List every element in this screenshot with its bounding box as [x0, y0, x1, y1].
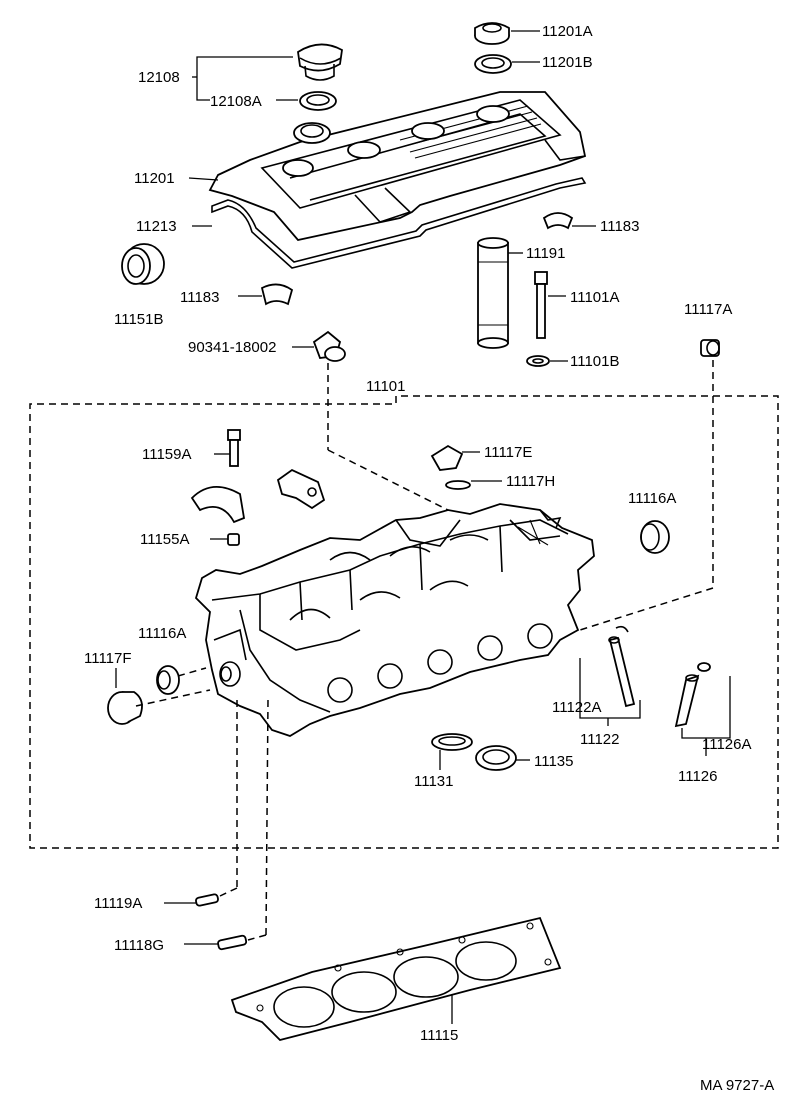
part-11115-head-gasket [230, 916, 562, 1041]
part-11183-plug-right [542, 212, 596, 230]
label-12108: 12108 [138, 69, 180, 86]
label-11201: 11201 [134, 170, 175, 187]
label-11116a-left: 11116A [138, 625, 186, 642]
label-11119a: 11119A [94, 895, 142, 912]
part-11117e-plug [430, 444, 480, 471]
label-11122: 11122 [580, 731, 620, 748]
label-11155a: 11155A [140, 531, 190, 548]
label-90341-18002: 90341-18002 [188, 339, 276, 356]
part-11126-guide [674, 662, 731, 756]
label-11101a: 11101A [570, 289, 620, 306]
part-11116a-plug-right [640, 520, 670, 554]
part-11117f-plug [107, 668, 211, 725]
dashed-leaders-dowels [219, 699, 269, 941]
part-12108a-gasket [299, 91, 337, 111]
label-11101b: 11101B [570, 353, 620, 370]
label-11115: 11115 [420, 1027, 458, 1044]
part-11201-head-cover [188, 91, 587, 241]
part-camshaft-bearing-cap [276, 468, 326, 510]
label-11122a: 11122A [552, 699, 602, 716]
label-11116a-right: 11116A [628, 490, 676, 507]
part-11118g-pin [184, 934, 248, 951]
bracket-12108 [192, 56, 298, 101]
assembly-box-11101 [29, 395, 779, 849]
part-11101a-bolt [534, 271, 566, 339]
label-11213: 11213 [136, 218, 177, 235]
label-11118g: 11118G [114, 937, 164, 954]
part-11119a-pin [164, 893, 219, 907]
part-11101b-washer [526, 355, 568, 367]
label-11126a: 11126A [702, 736, 752, 753]
label-11117a: 11117A [684, 301, 732, 318]
part-11201a-seal [474, 22, 540, 45]
part-11201b-ring [474, 54, 540, 74]
label-11117h: 11117H [506, 473, 555, 490]
part-11159a-bolt [214, 429, 241, 467]
label-12108a: 12108A [210, 93, 262, 110]
part-11122-guide [579, 625, 641, 726]
part-11135-ring [475, 745, 530, 771]
label-11117f: 11117F [84, 650, 132, 667]
part-11117h-ring [445, 480, 502, 490]
part-11117a-plug [579, 339, 720, 631]
label-11135: 11135 [534, 753, 574, 770]
part-11116a-plug-left [156, 665, 207, 695]
part-11101-cylinder-head [194, 503, 595, 737]
label-11191: 11191 [526, 245, 566, 262]
label-11101: 11101 [366, 378, 406, 395]
part-11213-cover-gasket [192, 177, 587, 269]
diagram-id-label: MA 9727-A [700, 1077, 774, 1094]
part-12108-filler-cap [297, 43, 343, 81]
part-11155a-dowel [210, 533, 240, 546]
label-11201a: 11201A [542, 23, 593, 40]
part-11131-gasket [431, 733, 473, 770]
label-11131: 11131 [414, 773, 454, 790]
label-11159a: 11159A [142, 446, 192, 463]
label-11126: 11126 [678, 768, 718, 785]
label-11183-left: 11183 [180, 289, 220, 306]
label-11183-right: 11183 [600, 218, 640, 235]
part-bearing-half [190, 486, 246, 524]
label-11117e: 11117E [484, 444, 532, 461]
label-11201b: 11201B [542, 54, 593, 71]
part-11183-plug-left [238, 283, 294, 306]
label-11151b: 11151B [114, 311, 164, 328]
part-11151b-seal [121, 243, 165, 285]
part-90341-18002-plug [292, 330, 449, 511]
part-11191-tube [477, 237, 523, 349]
